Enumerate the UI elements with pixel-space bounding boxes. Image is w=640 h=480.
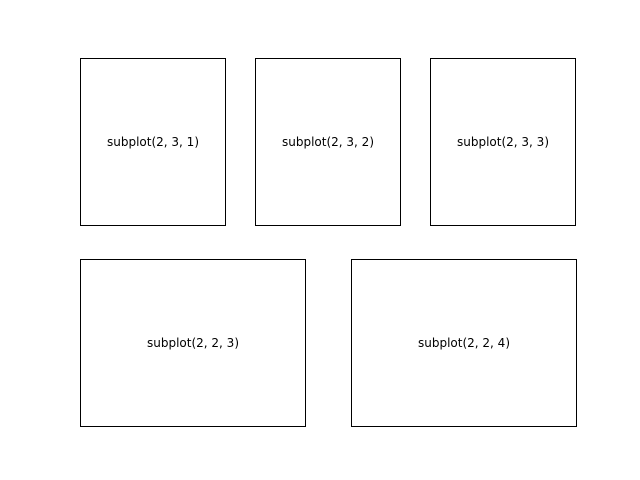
subplot-label: subplot(2, 3, 2) [282,135,374,149]
subplot-label: subplot(2, 2, 4) [418,336,510,350]
subplot-axes-2-3-2: subplot(2, 3, 2) [255,58,401,226]
subplot-label: subplot(2, 3, 3) [457,135,549,149]
subplot-label: subplot(2, 2, 3) [147,336,239,350]
subplot-label: subplot(2, 3, 1) [107,135,199,149]
subplot-axes-2-2-4: subplot(2, 2, 4) [351,259,577,427]
subplot-axes-2-3-1: subplot(2, 3, 1) [80,58,226,226]
subplot-axes-2-3-3: subplot(2, 3, 3) [430,58,576,226]
subplot-axes-2-2-3: subplot(2, 2, 3) [80,259,306,427]
